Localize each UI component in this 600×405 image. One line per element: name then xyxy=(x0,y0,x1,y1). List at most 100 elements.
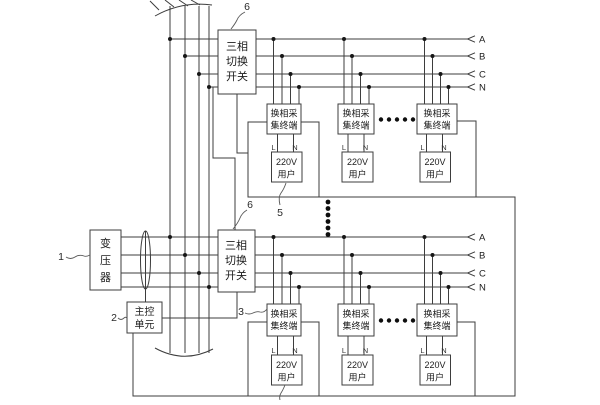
svg-text:换相采: 换相采 xyxy=(342,308,369,319)
drop-wires xyxy=(424,39,449,104)
svg-text:集终端: 集终端 xyxy=(342,320,369,331)
svg-text:220V: 220V xyxy=(276,360,297,370)
phase-label-c: C xyxy=(479,70,486,81)
switch-text: 开关 xyxy=(226,69,248,83)
n-label: N xyxy=(363,346,368,355)
switch-box xyxy=(217,29,257,95)
enclosure-rectangles xyxy=(132,120,516,397)
leader-2 xyxy=(117,316,128,320)
ref-1-transformer: 1 xyxy=(58,251,64,263)
leader-5-bottom xyxy=(279,384,286,401)
phase-label-b: B xyxy=(479,52,485,63)
bus-continuation-top xyxy=(149,0,201,11)
terminal-box xyxy=(416,303,458,337)
leader-1 xyxy=(65,254,91,259)
repetition-dots-vertical xyxy=(325,199,331,237)
terminal-user-cell: 换相采 集终端 L N 220V 用户 xyxy=(266,37,303,183)
master-text: 单元 xyxy=(135,319,155,331)
svg-text:用户: 用户 xyxy=(277,372,295,383)
svg-text:换相采: 换相采 xyxy=(270,108,297,119)
phase-label-a: A xyxy=(479,233,486,244)
svg-text:换相采: 换相采 xyxy=(270,308,297,319)
current-sensor-oval xyxy=(140,230,151,290)
n-label: N xyxy=(292,346,297,355)
svg-text:220V: 220V xyxy=(424,360,445,370)
switch-top-output-link xyxy=(236,94,248,154)
n-label: N xyxy=(363,143,368,152)
phase-label-c: C xyxy=(479,269,486,280)
svg-text:220V: 220V xyxy=(347,157,368,167)
user-box xyxy=(341,151,374,183)
phase-label-n: N xyxy=(479,83,486,94)
l-label: L xyxy=(420,346,424,355)
bottom-group-divider xyxy=(301,321,320,396)
svg-text:集终端: 集终端 xyxy=(270,120,297,131)
terminal-arrow-c xyxy=(466,269,476,277)
switch-text: 开关 xyxy=(225,268,247,282)
switch-text: 三相 xyxy=(225,239,247,252)
transformer-text: 变 xyxy=(100,236,111,250)
ln-wires xyxy=(426,336,443,355)
ln-wires xyxy=(426,134,443,152)
top-distribution-lines: A B C N xyxy=(168,35,486,94)
switch-text: 切换 xyxy=(226,54,248,68)
svg-text:用户: 用户 xyxy=(277,169,295,180)
top-group-divider xyxy=(301,121,320,197)
terminal-user-cell: 换相采 集终端 L N 220V 用户 xyxy=(337,235,375,386)
svg-text:集终端: 集终端 xyxy=(423,320,450,331)
ref-3-terminal: 3 xyxy=(238,306,244,318)
user-box xyxy=(271,354,303,386)
master-to-switch-link xyxy=(162,292,238,319)
repetition-dots-horizontal-bottom xyxy=(378,318,416,323)
svg-text:换相采: 换相采 xyxy=(342,108,369,119)
ln-wires xyxy=(347,336,365,355)
svg-text:集终端: 集终端 xyxy=(342,120,369,131)
drop-wires xyxy=(343,39,370,104)
terminal-box xyxy=(416,103,458,135)
leader-5 xyxy=(278,182,287,206)
outer-enclosure xyxy=(132,120,516,397)
ln-wires xyxy=(277,336,294,355)
n-label: N xyxy=(441,143,446,152)
top-group-enclosure xyxy=(247,121,476,198)
terminal-user-cell: 换相采 集终端 L N 220V 用户 xyxy=(337,37,375,183)
leader-6-bottom xyxy=(232,209,248,230)
terminal-arrow-b xyxy=(466,52,476,60)
terminal-user-cell: 换相采 集终端 L N 220V 用户 xyxy=(416,235,458,386)
switch-text: 三相 xyxy=(226,40,248,53)
terminal-arrow-a xyxy=(466,233,476,241)
terminal-box xyxy=(337,103,375,135)
phase-label-n: N xyxy=(479,283,486,294)
switch-box xyxy=(217,229,256,293)
reference-labels: 1 2 6 6 5 3 xyxy=(58,1,287,401)
transformer-unit: 变 压 器 xyxy=(89,229,122,291)
leader-3 xyxy=(244,308,268,315)
terminal-box xyxy=(337,303,375,337)
bottom-group-right-edge xyxy=(457,321,476,396)
user-box xyxy=(271,151,303,183)
three-phase-switch-bottom: 三相 切换 开关 xyxy=(217,229,256,293)
svg-text:用户: 用户 xyxy=(426,169,444,180)
n-label: N xyxy=(292,143,297,152)
user-box xyxy=(419,354,451,386)
l-label: L xyxy=(271,143,275,152)
master-control-unit: 主控 单元 xyxy=(126,301,163,334)
terminal-box xyxy=(266,303,302,337)
terminal-arrow-n xyxy=(466,83,476,91)
master-text: 主控 xyxy=(135,305,155,318)
ln-wires xyxy=(347,134,365,152)
terminal-user-cell: 换相采 集终端 L N 220V 用户 xyxy=(266,235,303,386)
junction-dot xyxy=(168,235,172,239)
switch-to-switch-link xyxy=(212,87,236,230)
junction-dot xyxy=(197,271,201,275)
bus-break-arc-bottom xyxy=(154,347,214,357)
drop-wires xyxy=(424,237,449,304)
transformer-text: 压 xyxy=(100,254,111,267)
user-box xyxy=(341,354,374,386)
l-label: L xyxy=(342,143,346,152)
transformer-text: 器 xyxy=(100,271,111,284)
phase-label-b: B xyxy=(479,251,485,262)
l-label: L xyxy=(420,143,424,152)
junction-dot xyxy=(183,54,187,58)
